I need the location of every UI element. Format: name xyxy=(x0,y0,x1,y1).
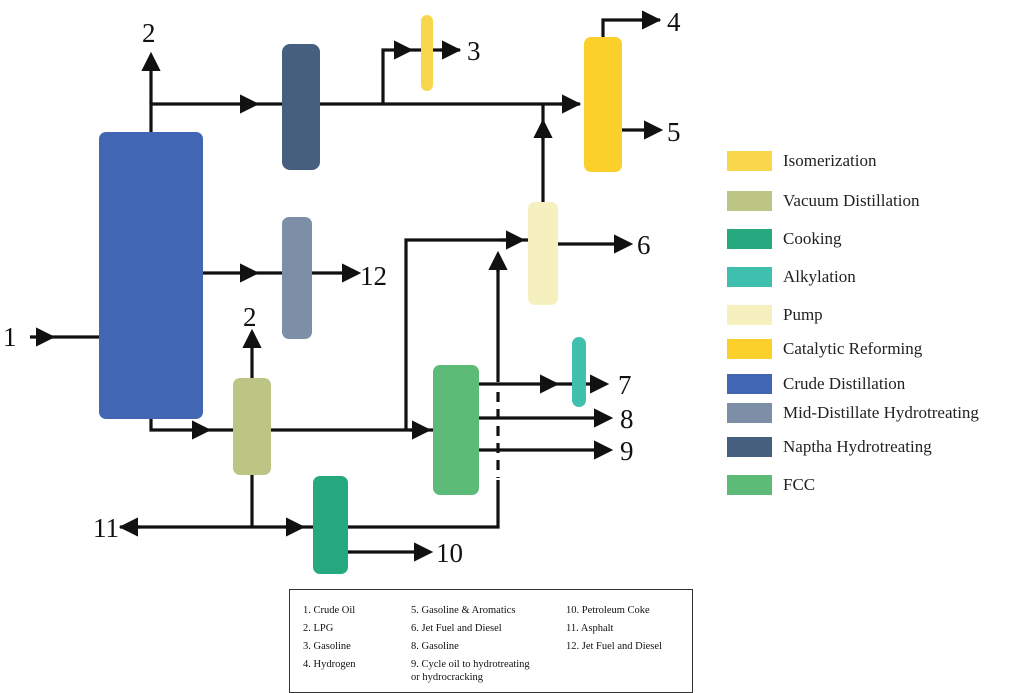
unit-naptha-hydrotreating xyxy=(282,44,320,170)
legend-swatch-mid-distillate-hydrotreating xyxy=(727,403,772,423)
stream-4-line xyxy=(601,18,660,37)
stream-number-12: 12 xyxy=(360,261,387,291)
key-item-cycle-oil: 9. Cycle oil to hydrotreating xyxy=(411,659,530,670)
key-item-hydrogen: 4. Hydrogen xyxy=(303,659,356,670)
key-item-asphalt: 11. Asphalt xyxy=(566,623,614,634)
stream-number-10: 10 xyxy=(436,538,463,568)
legend-swatch-cooking xyxy=(727,229,772,249)
vacuum-to-pump-line xyxy=(404,238,528,430)
unit-fcc xyxy=(433,365,479,495)
key-item-gasoline: 3. Gasoline xyxy=(303,641,351,652)
key-item-jet-fuel-diesel-6: 6. Jet Fuel and Diesel xyxy=(411,623,502,634)
legend-swatch-pump xyxy=(727,305,772,325)
legend-label-naptha-hydrotreating: Naptha Hydrotreating xyxy=(783,437,932,456)
stream-numbers: 1 2 2 3 4 5 6 7 8 9 10 11 12 xyxy=(3,7,681,568)
key-item-jet-fuel-diesel-12: 12. Jet Fuel and Diesel xyxy=(566,641,662,652)
stream-number-11: 11 xyxy=(93,513,119,543)
stream-number-2-bottom: 2 xyxy=(243,302,257,332)
legend-swatch-naptha-hydrotreating xyxy=(727,437,772,457)
key-item-crude-oil: 1. Crude Oil xyxy=(303,605,356,616)
legend-swatch-isomerization xyxy=(727,151,772,171)
key-item-petroleum-coke: 10. Petroleum Coke xyxy=(566,605,650,616)
legend-label-pump: Pump xyxy=(783,305,823,324)
crude-top-line xyxy=(149,102,282,132)
cooking-to-pump-line xyxy=(348,480,500,529)
unit-isomerization xyxy=(421,15,433,91)
legend-swatch-catalytic-reforming xyxy=(727,339,772,359)
units xyxy=(99,15,622,574)
unit-mid-distillate-hydrotreating xyxy=(282,217,312,339)
stream-number-5: 5 xyxy=(667,117,681,147)
unit-cooking xyxy=(313,476,348,574)
stream-number-2-top: 2 xyxy=(142,18,156,48)
legend-label-crude-distillation: Crude Distillation xyxy=(783,374,906,393)
legend-swatch-alkylation xyxy=(727,267,772,287)
stream-number-8: 8 xyxy=(620,404,634,434)
legend-label-alkylation: Alkylation xyxy=(783,267,856,286)
stream-number-6: 6 xyxy=(637,230,651,260)
unit-alkylation xyxy=(572,337,586,407)
unit-vacuum-distillation xyxy=(233,378,271,475)
unit-crude-distillation xyxy=(99,132,203,419)
legend-label-fcc: FCC xyxy=(783,475,816,494)
legend-label-cooking: Cooking xyxy=(783,229,842,248)
stream-key-box: 1. Crude Oil 2. LPG 3. Gasoline 4. Hydro… xyxy=(289,589,693,693)
legend-label-mid-distillate-hydrotreating: Mid-Distillate Hydrotreating xyxy=(783,403,979,422)
unit-pump xyxy=(528,202,558,305)
stream-number-3: 3 xyxy=(467,36,481,66)
stream-number-9: 9 xyxy=(620,436,634,466)
key-item-cycle-oil-cont: or hydrocracking xyxy=(411,672,484,683)
stream-number-7: 7 xyxy=(618,370,632,400)
stream-number-1: 1 xyxy=(3,322,17,352)
legend-label-isomerization: Isomerization xyxy=(783,151,877,170)
key-item-gasoline-aromatics: 5. Gasoline & Aromatics xyxy=(411,605,516,616)
isom-branch-line xyxy=(381,48,460,104)
unit-catalytic-reforming xyxy=(584,37,622,172)
legend-swatch-vacuum-distillation xyxy=(727,191,772,211)
stream-number-4: 4 xyxy=(667,7,681,37)
key-item-gasoline-8: 8. Gasoline xyxy=(411,641,459,652)
legend-swatch-fcc xyxy=(727,475,772,495)
legend-swatch-crude-distillation xyxy=(727,374,772,394)
crude-bottom-line xyxy=(149,419,233,432)
legend-label-catalytic-reforming: Catalytic Reforming xyxy=(783,339,923,358)
key-item-lpg: 2. LPG xyxy=(303,623,334,634)
legend-label-vacuum-distillation: Vacuum Distillation xyxy=(783,191,920,210)
